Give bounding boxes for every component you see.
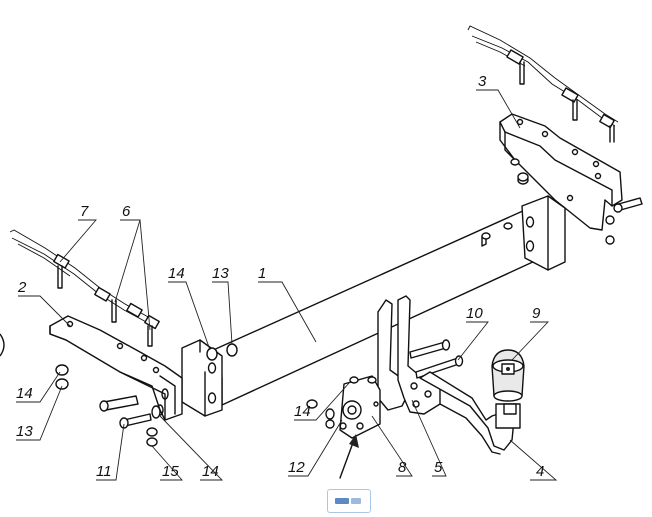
label-11: 11 <box>96 463 112 480</box>
part-labels: 1 2 3 4 5 6 7 8 9 10 11 12 13 13 14 14 1… <box>16 73 544 480</box>
tow-ball-cap <box>491 349 525 402</box>
label-15: 15 <box>162 463 179 480</box>
main-cross-beam <box>181 195 566 417</box>
label-7: 7 <box>80 203 89 220</box>
label-2: 2 <box>17 279 27 296</box>
label-14-top: 14 <box>168 265 185 282</box>
label-10: 10 <box>466 305 483 322</box>
socket-plate <box>306 375 381 479</box>
ball-arm <box>419 371 521 455</box>
label-1: 1 <box>258 265 266 282</box>
label-9: 9 <box>532 305 541 322</box>
wiring-harness-right <box>467 25 619 143</box>
label-13-top: 13 <box>212 265 229 282</box>
right-side-bracket <box>499 113 643 245</box>
chip-icon-bar-secondary <box>351 498 361 504</box>
left-side-bracket <box>49 315 183 447</box>
label-12: 12 <box>288 459 305 476</box>
page-edge-arc <box>0 333 5 357</box>
label-6: 6 <box>122 203 131 220</box>
tow-bar-bracket <box>377 295 464 415</box>
label-3: 3 <box>478 73 487 90</box>
label-8: 8 <box>398 459 407 476</box>
label-14-left: 14 <box>16 385 33 402</box>
label-4: 4 <box>536 463 544 480</box>
chip-icon-bar <box>335 498 349 504</box>
label-5: 5 <box>434 459 443 476</box>
label-13-left: 13 <box>16 423 33 440</box>
image-preview-chip[interactable] <box>327 489 371 513</box>
label-14-bottom: 14 <box>202 463 219 480</box>
leader-lines <box>16 89 558 481</box>
label-14-middle: 14 <box>294 403 311 420</box>
